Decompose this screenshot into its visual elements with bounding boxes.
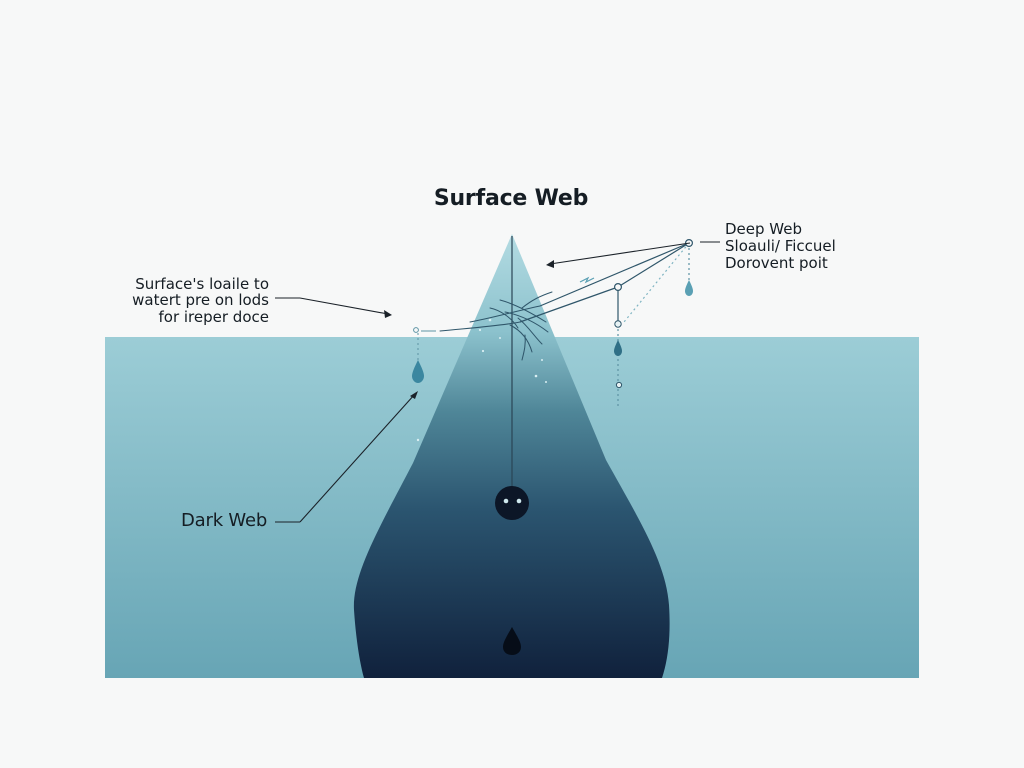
droplet-icon-left <box>412 360 424 383</box>
orb-eye-left <box>503 498 509 504</box>
left-note-line-2: watert pre on lods <box>132 291 269 309</box>
bottom-drop-icon <box>503 627 521 655</box>
arrowhead-dark-web <box>410 391 418 399</box>
deep-web-line-3: Dorovent poit <box>725 254 828 272</box>
connector-node-deep <box>615 381 623 389</box>
droplet-icon-center <box>614 340 622 356</box>
arrowhead-left-note <box>384 310 392 318</box>
root-tangle <box>439 291 553 361</box>
deep-web-connectors <box>519 242 690 408</box>
annotation-lines <box>275 241 720 523</box>
connector-node-low <box>614 320 622 328</box>
dark-web-label: Dark Web <box>181 510 268 531</box>
diagram-title: Surface Web <box>433 186 589 211</box>
connector-node-mid <box>613 283 622 292</box>
droplet-icon-right <box>685 280 693 296</box>
arrowhead-deep-web <box>546 260 554 268</box>
deep-web-line-2: Sloauli/ Ficcuel <box>725 237 836 255</box>
left-note-line-1: Surface's loaile to <box>135 275 269 293</box>
orb-eye-right <box>516 498 522 504</box>
dark-web-orb <box>495 486 529 520</box>
droplet-node-left <box>413 327 419 333</box>
specks <box>416 318 547 442</box>
deep-web-label: Deep Web <box>725 220 802 238</box>
left-note-line-3: for ireper doce <box>158 308 270 326</box>
spark-icon <box>579 276 595 284</box>
